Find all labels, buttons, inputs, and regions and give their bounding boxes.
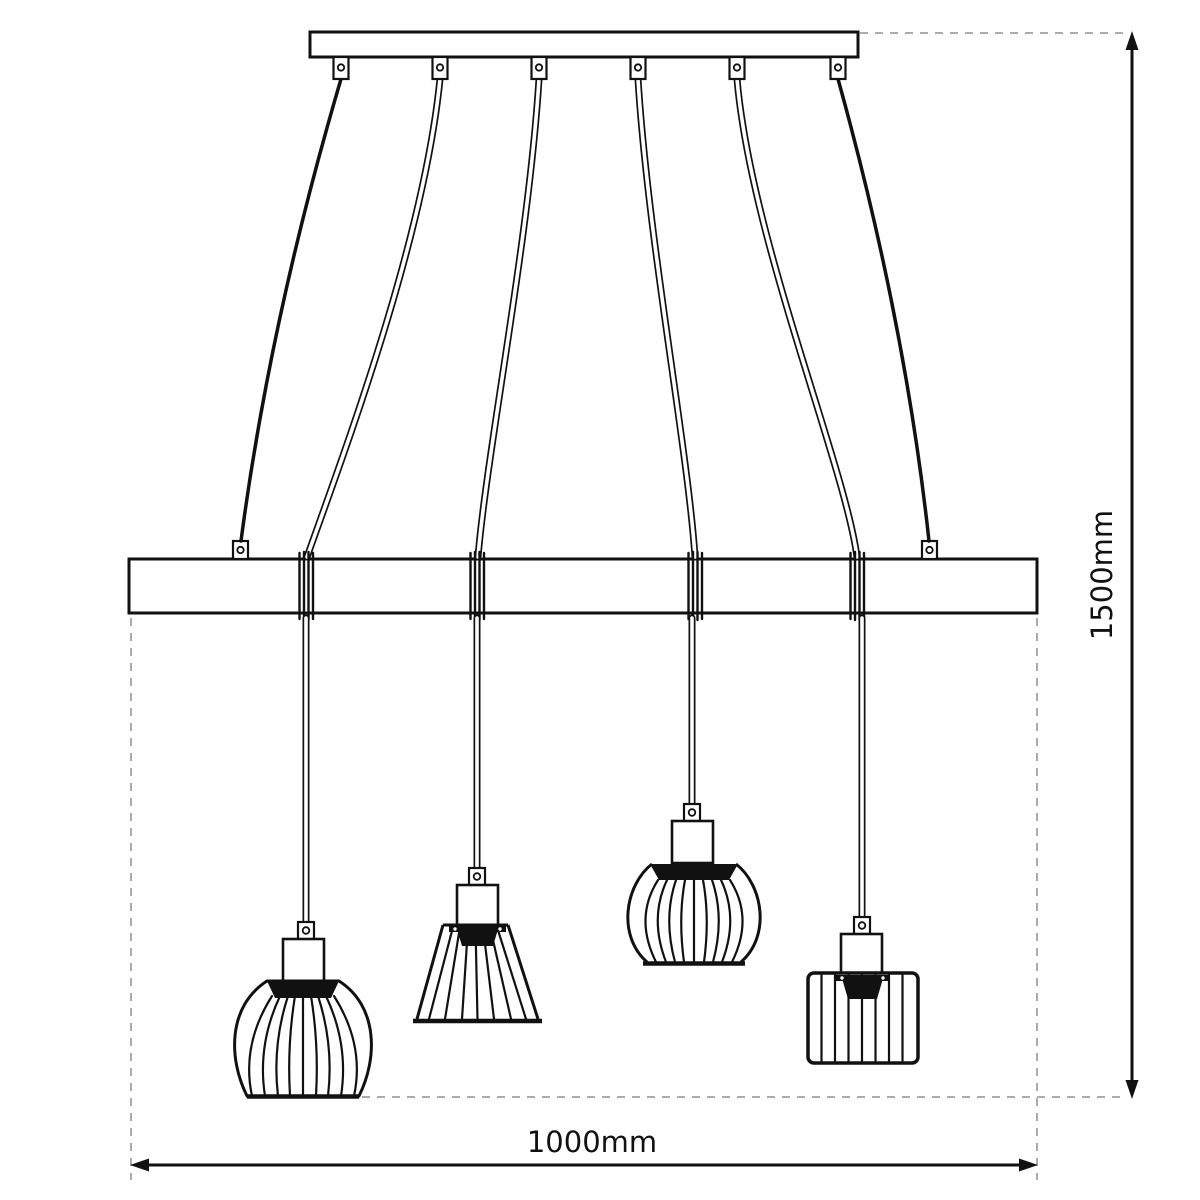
pendant-2-strain-relief-hole <box>472 872 482 881</box>
pendant-4-shade-drum-cage <box>806 971 920 1065</box>
cord-wrap-1 <box>298 550 315 622</box>
beam-eyelet-left <box>231 539 250 561</box>
rail-bracket-3 <box>530 55 548 81</box>
rail-bracket-4 <box>629 55 647 81</box>
pendant-1-strain-relief-hole <box>301 926 311 935</box>
pendant-4-socket <box>839 932 884 976</box>
pendant-4-strain-relief-hole <box>857 921 867 930</box>
power-cord-drop-4 <box>733 75 861 561</box>
rail-bracket-1 <box>332 55 350 81</box>
suspension-cables <box>239 75 931 561</box>
width-dimension-label: 1000mm <box>527 1125 657 1159</box>
height-dimension-label: 1500mm <box>1085 510 1119 640</box>
pendant-1-socket <box>281 937 326 983</box>
pendant-2-socket-cup <box>456 926 499 946</box>
power-cord-drop-3 <box>634 75 699 561</box>
power-cord-drop-1 <box>303 75 444 561</box>
dimension-annotations: 1500mm 1000mm <box>130 31 1139 1180</box>
rail-bracket-2 <box>431 55 449 81</box>
cord-wrap-3 <box>687 550 704 622</box>
pendant-1-socket-cup <box>267 981 339 998</box>
support-cable-right <box>836 77 931 543</box>
pendant-2-cone <box>413 614 542 1024</box>
pendant-3-strain-relief-hole <box>687 808 697 817</box>
beam-cord-wraps <box>298 550 866 622</box>
beam-eyelet-right <box>920 539 939 561</box>
pendant-3-lantern <box>626 614 762 966</box>
pendant-4-socket-cup <box>841 975 884 999</box>
ceiling-rail <box>308 30 860 81</box>
support-cable-left <box>239 77 343 543</box>
pendant-4-drum <box>806 614 920 1065</box>
width-dimension: 1000mm <box>130 1125 1038 1172</box>
cord-wrap-2 <box>469 550 486 622</box>
beam-body <box>127 557 1039 615</box>
rail-bracket-6 <box>829 55 847 81</box>
pendant-3-socket-cup <box>650 864 738 880</box>
pendant-1-globe <box>233 614 373 1099</box>
cord-wrap-4 <box>849 550 866 622</box>
pendant-2-socket <box>455 883 500 928</box>
pendant-1-shade-globe-cage <box>233 979 373 1099</box>
pendant-3-shade-lantern-cage <box>626 862 762 966</box>
rail-bracket-5 <box>728 55 746 81</box>
wood-beam <box>127 539 1039 615</box>
power-cord-drop-2 <box>474 75 543 561</box>
pendant-2-shade-cone-cage <box>413 923 542 1024</box>
ceiling-rail-bar <box>308 30 860 59</box>
height-dimension: 1500mm <box>1085 31 1139 1099</box>
pendant-3-socket <box>670 819 715 865</box>
